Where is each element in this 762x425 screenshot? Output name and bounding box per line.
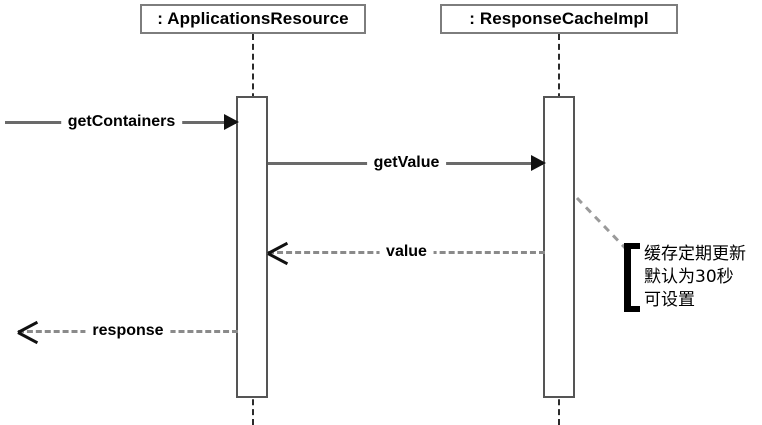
message-label: value: [379, 239, 434, 265]
note-line: 默认为30秒: [644, 267, 734, 287]
message-value-return[interactable]: value: [268, 239, 545, 265]
note-line: 缓存定期更新: [644, 244, 746, 264]
arrowhead-filled-right-icon: [224, 114, 239, 130]
arrowhead-open-left-icon: [268, 241, 288, 263]
note-text-block: 缓存定期更新 默认为30秒 可设置: [644, 243, 746, 312]
participant-label: : ResponseCacheImpl: [469, 9, 649, 28]
arrowhead-filled-right-icon: [531, 155, 546, 171]
note-line: 可设置: [644, 290, 695, 310]
participant-box-applications-resource[interactable]: : ApplicationsResource: [140, 4, 366, 34]
message-label: response: [85, 318, 171, 344]
participant-box-response-cache-impl[interactable]: : ResponseCacheImpl: [440, 4, 678, 34]
annotation-note[interactable]: 缓存定期更新 默认为30秒 可设置: [624, 243, 746, 312]
message-get-containers[interactable]: getContainers: [5, 109, 239, 135]
message-label: getValue: [366, 150, 447, 176]
message-get-value[interactable]: getValue: [268, 150, 546, 176]
note-bracket-icon: [624, 243, 640, 312]
arrowhead-open-left-icon: [18, 320, 38, 342]
message-response-return[interactable]: response: [18, 318, 238, 344]
participant-label: : ApplicationsResource: [157, 9, 349, 28]
activation-bar-response-cache-impl[interactable]: [543, 96, 575, 398]
activation-bar-applications-resource[interactable]: [236, 96, 268, 398]
message-label: getContainers: [60, 109, 183, 135]
